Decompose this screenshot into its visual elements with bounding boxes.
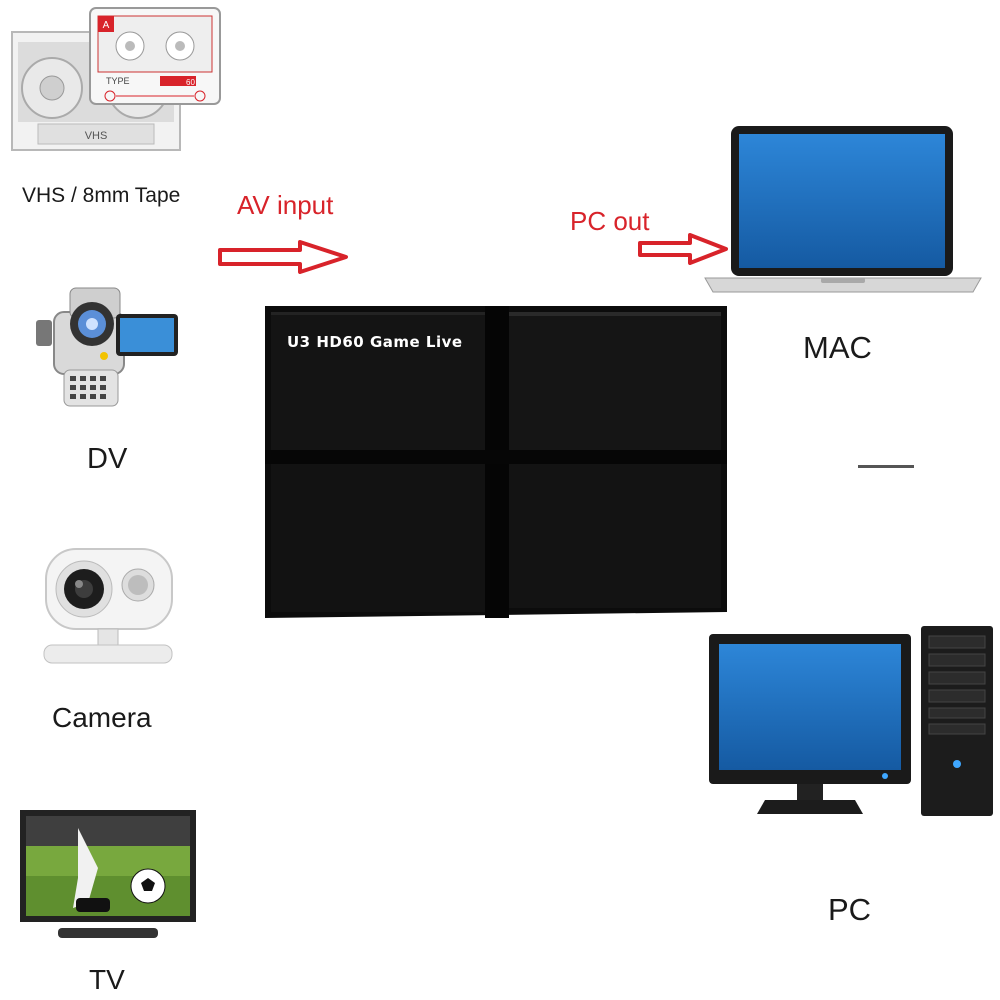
device-label: U3 HD60 Game Live	[287, 333, 463, 351]
laptop-icon	[703, 124, 983, 296]
cassette-counter: 60	[186, 78, 195, 87]
av-input-arrow	[218, 240, 350, 274]
cassette-type: TYPE	[106, 76, 130, 86]
desktop-computer-icon	[705, 624, 997, 824]
source-label-camera: Camera	[52, 702, 152, 733]
camcorder-icon	[30, 282, 190, 412]
source-label-tv: TV	[89, 964, 125, 995]
target-label-pc: PC	[828, 892, 872, 927]
source-label-vhs: VHS / 8mm Tape	[22, 184, 181, 207]
vhs-tape-icon: VHS A TYPE 60	[8, 6, 228, 156]
source-label-dv: DV	[87, 443, 128, 475]
vhs-text: VHS	[85, 130, 108, 142]
av-input-label: AV input	[237, 190, 334, 220]
cassette-letter: A	[103, 20, 110, 31]
pc-out-label: PC out	[570, 206, 650, 236]
target-label-mac: MAC	[803, 330, 872, 365]
security-camera-icon	[38, 545, 178, 670]
divider-line	[858, 465, 914, 468]
capture-card-icon	[265, 306, 727, 618]
tv-icon	[18, 808, 198, 943]
pc-out-arrow	[638, 233, 730, 265]
